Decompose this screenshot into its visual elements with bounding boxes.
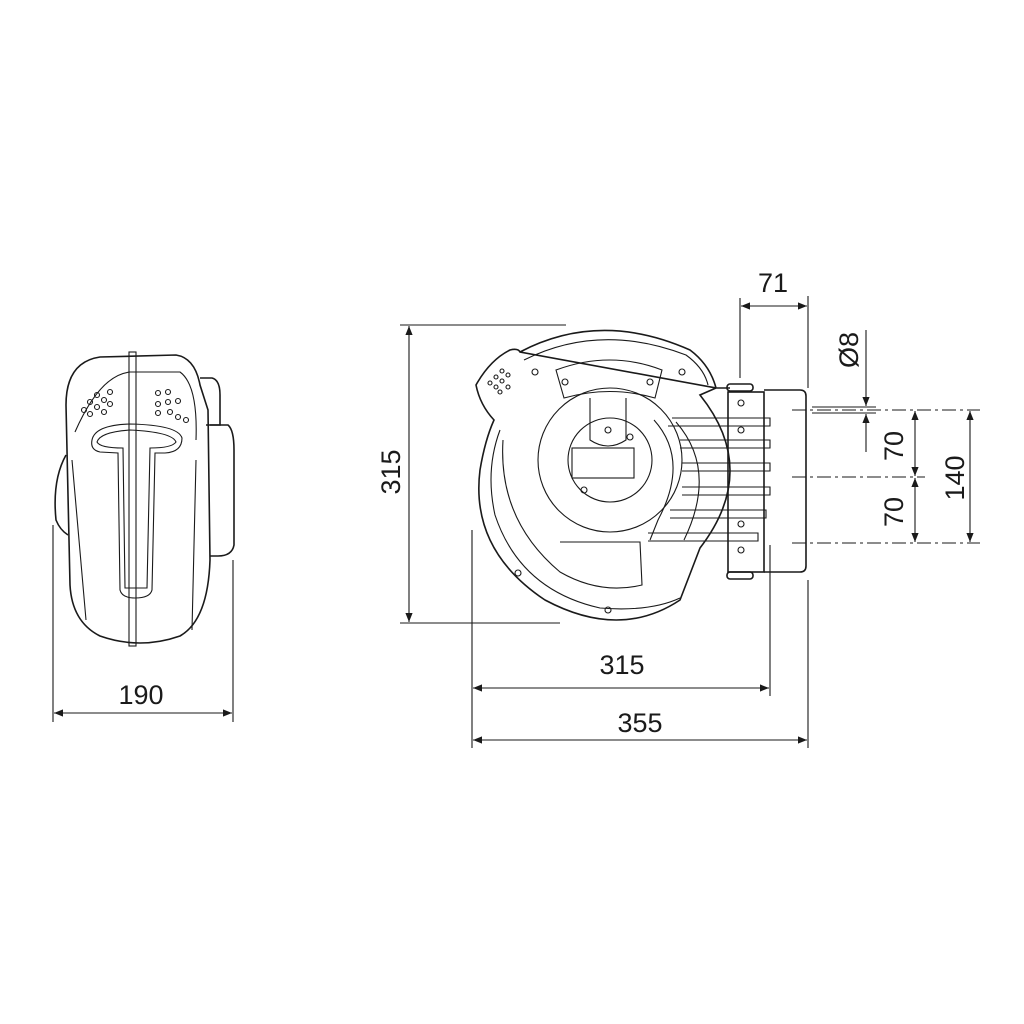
hole-diameter-label: Ø8: [834, 332, 864, 368]
front-view: [475, 329, 807, 621]
side-view: [54, 351, 235, 647]
dimension-71: 71: [739, 268, 809, 388]
dimension-width-355: 355: [473, 580, 809, 748]
reel-width-label: 315: [599, 650, 644, 680]
front-height-label: 315: [376, 449, 406, 494]
dimension-190: 190: [52, 525, 234, 722]
wall-bracket: [726, 383, 807, 580]
bracket-depth-label: 71: [758, 268, 788, 298]
dimension-width-315: 315: [471, 530, 771, 748]
dimension-height-315: 315: [376, 324, 566, 624]
grip-vents-icon: [487, 368, 511, 395]
dimension-hole-spacing: 70 70 140: [792, 409, 980, 544]
dimension-hole-diameter: Ø8: [812, 330, 876, 452]
hole-spacing-total-label: 140: [940, 455, 970, 500]
overall-width-label: 355: [617, 708, 662, 738]
hose-guide: [648, 417, 771, 542]
hole-spacing-lower-label: 70: [879, 497, 909, 527]
vent-holes-icon: [80, 388, 190, 424]
screw-holes-icon: [514, 368, 686, 614]
hole-spacing-upper-label: 70: [879, 431, 909, 461]
side-width-label: 190: [118, 680, 163, 710]
